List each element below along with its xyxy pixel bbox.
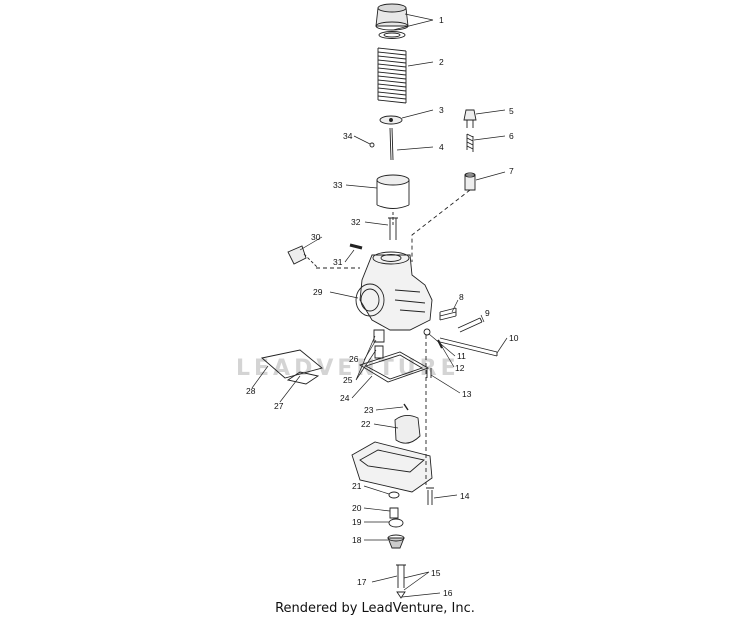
- part-bowl-screw: [426, 487, 434, 505]
- callout-29: 29: [313, 287, 323, 297]
- watermark: LEADVENTURE: [236, 356, 460, 381]
- callout-3: 3: [439, 105, 444, 115]
- part-throttle-valve: [376, 174, 410, 209]
- part-washer: [423, 328, 431, 336]
- callout-18: 18: [352, 535, 362, 545]
- callout-6: 6: [509, 131, 514, 141]
- callout-34: 34: [343, 131, 353, 141]
- callout-31: 31: [333, 257, 343, 267]
- callout-33: 33: [333, 180, 343, 190]
- callout-32: 32: [351, 217, 361, 227]
- callout-13: 13: [462, 389, 472, 399]
- footer-caption: Rendered by LeadVenture, Inc.: [275, 601, 475, 616]
- part-idle-screw: [457, 317, 483, 333]
- callout-12: 12: [455, 363, 465, 373]
- callout-24: 24: [340, 393, 350, 403]
- part-spring: [377, 47, 407, 104]
- callout-25: 25: [343, 375, 353, 385]
- part-small-spring: [466, 133, 474, 152]
- part-cap: [375, 3, 409, 39]
- callout-10: 10: [509, 333, 519, 343]
- part-pin-small: [403, 403, 409, 411]
- part-pin: [349, 243, 363, 250]
- part-small-screw: [437, 339, 443, 349]
- callout-4: 4: [439, 142, 444, 152]
- callout-17: 17: [357, 577, 367, 587]
- part-pilot-jet: [426, 368, 432, 378]
- part-jet-needle: [389, 127, 394, 161]
- callout-27: 27: [274, 401, 284, 411]
- callout-11: 11: [457, 351, 466, 361]
- callout-19: 19: [352, 517, 362, 527]
- callout-20: 20: [352, 503, 362, 513]
- part-throttle-shaft: [439, 337, 498, 357]
- part-choke-plunger: [464, 172, 476, 191]
- part-float: [394, 415, 421, 444]
- part-bowl-gasket: [358, 351, 430, 383]
- callout-26: 26: [349, 354, 359, 364]
- callout-16: 16: [443, 588, 453, 598]
- callout-14: 14: [460, 491, 470, 501]
- part-drain-plug: [389, 507, 399, 519]
- callout-1: 1: [439, 15, 444, 25]
- callout-9: 9: [485, 308, 490, 318]
- part-main-jet: [373, 329, 385, 359]
- callout-28: 28: [246, 386, 256, 396]
- part-carb-body: [355, 251, 433, 331]
- part-bleed-tube: [396, 564, 406, 588]
- part-o-ring: [388, 491, 400, 499]
- part-pilot-screw: [463, 109, 477, 128]
- callout-23: 23: [364, 405, 374, 415]
- callout-21: 21: [352, 481, 362, 491]
- callout-2: 2: [439, 57, 444, 67]
- part-idle-spring: [439, 307, 457, 321]
- part-needle-jet: [388, 217, 398, 240]
- callout-5: 5: [509, 106, 514, 116]
- part-retainer: [379, 115, 403, 125]
- part-float-bowl: [351, 441, 433, 493]
- part-tip: [396, 591, 406, 599]
- part-choke-cap: [287, 245, 319, 269]
- part-washer-lower: [388, 518, 404, 528]
- part-clip: [369, 142, 375, 148]
- callout-30: 30: [311, 232, 321, 242]
- callout-15: 15: [431, 568, 441, 578]
- callout-8: 8: [459, 292, 464, 302]
- part-gasket-sheet: [261, 349, 323, 385]
- callout-22: 22: [361, 419, 371, 429]
- callout-7: 7: [509, 166, 514, 176]
- part-float-valve: [387, 534, 405, 549]
